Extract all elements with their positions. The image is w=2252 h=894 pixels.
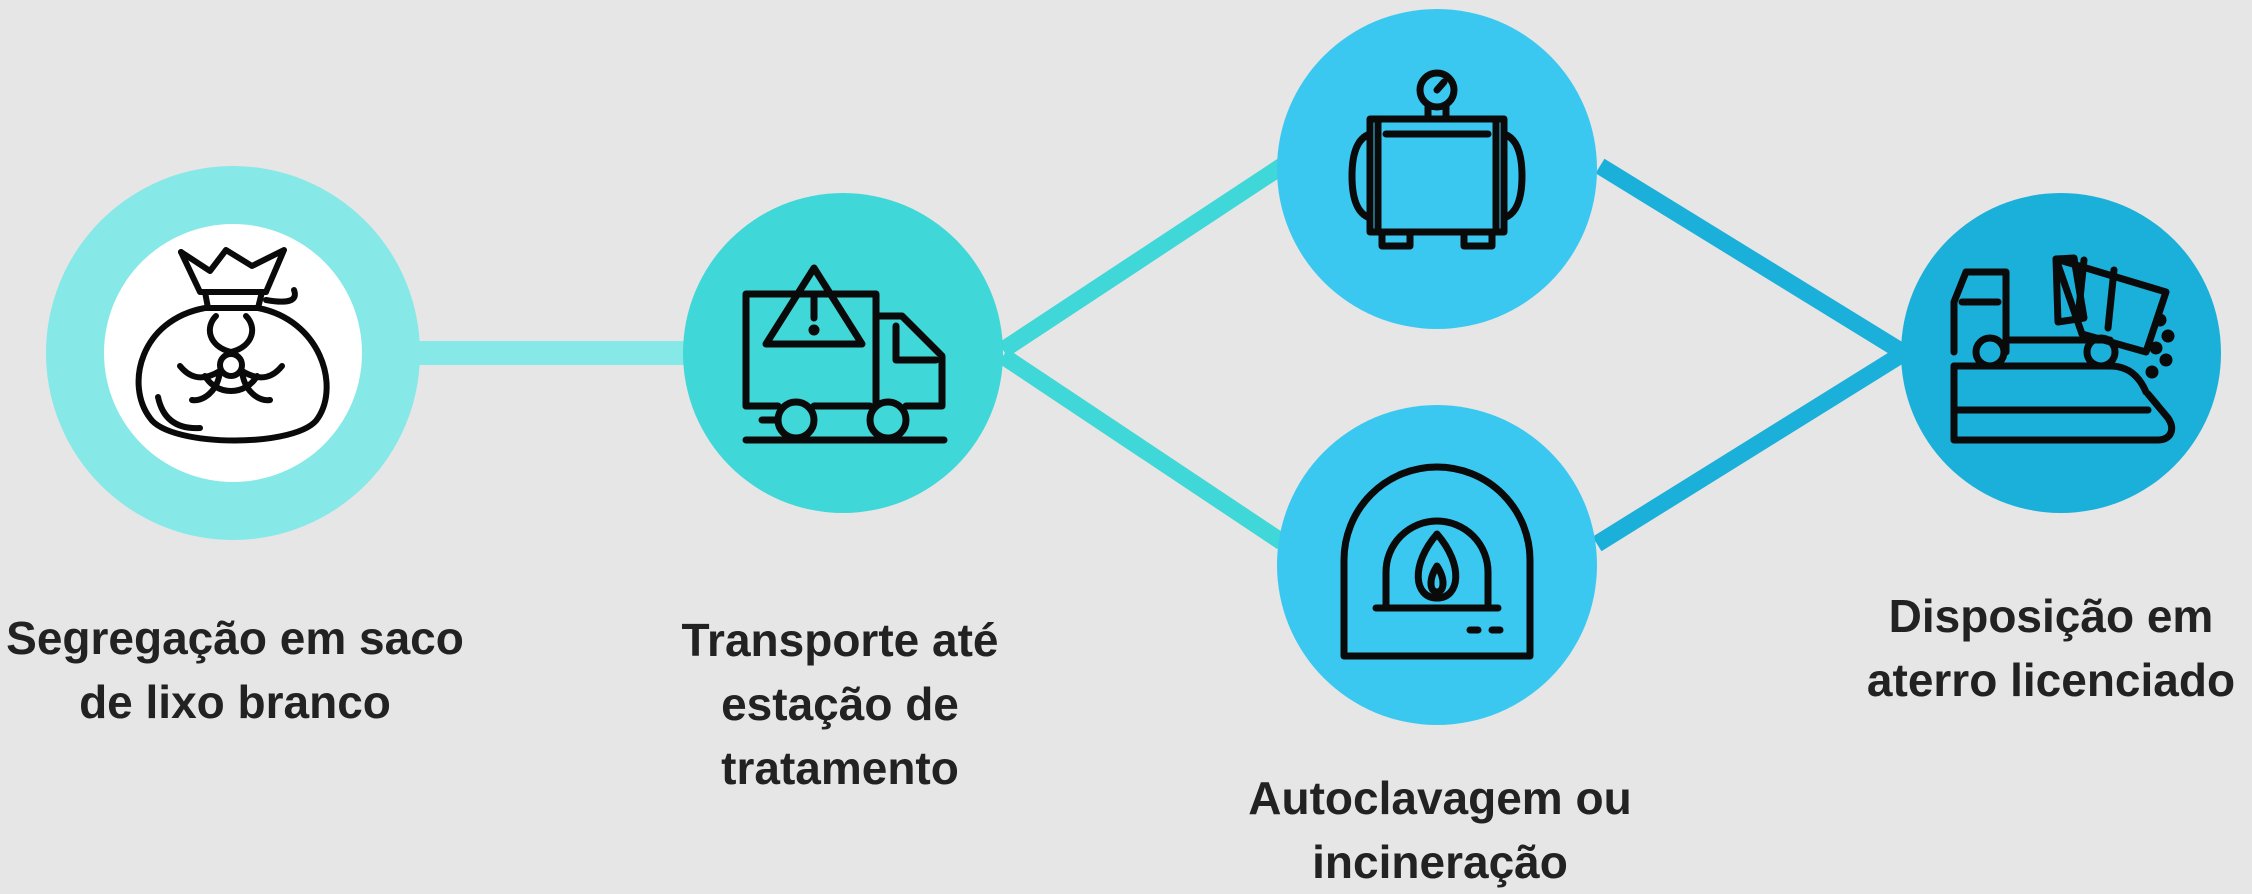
connectors [415, 158, 1909, 552]
step-2-node [683, 193, 1003, 513]
connector-step2-incinerator [998, 348, 1287, 550]
landfill-dump-truck-icon [1950, 254, 2176, 444]
step-2-label: Transporte até estação de tratamento [681, 614, 999, 794]
step-4-node [1901, 193, 2221, 513]
hazard-truck-icon [742, 264, 948, 444]
biohazard-bag-icon [135, 247, 330, 444]
step-3-autoclave-circle [1277, 9, 1597, 329]
incinerator-icon [1340, 463, 1534, 660]
step-4-circle [1901, 193, 2221, 513]
step-1-node [46, 166, 420, 540]
step-4-label: Disposição em aterro licenciado [1866, 590, 2236, 706]
connector-incinerator-step4 [1592, 345, 1909, 552]
autoclave-icon [1348, 69, 1526, 250]
connector-step2-autoclave [998, 158, 1287, 358]
step-3-incinerator-node [1277, 405, 1597, 725]
step-3-autoclave-node [1277, 9, 1597, 329]
step-2-circle [683, 193, 1003, 513]
step-1-label: Segregação em saco de lixo branco [6, 612, 464, 728]
step-3-label: Autoclavagem ou incineração [1248, 772, 1632, 888]
connector-autoclave-step4 [1595, 158, 1909, 361]
